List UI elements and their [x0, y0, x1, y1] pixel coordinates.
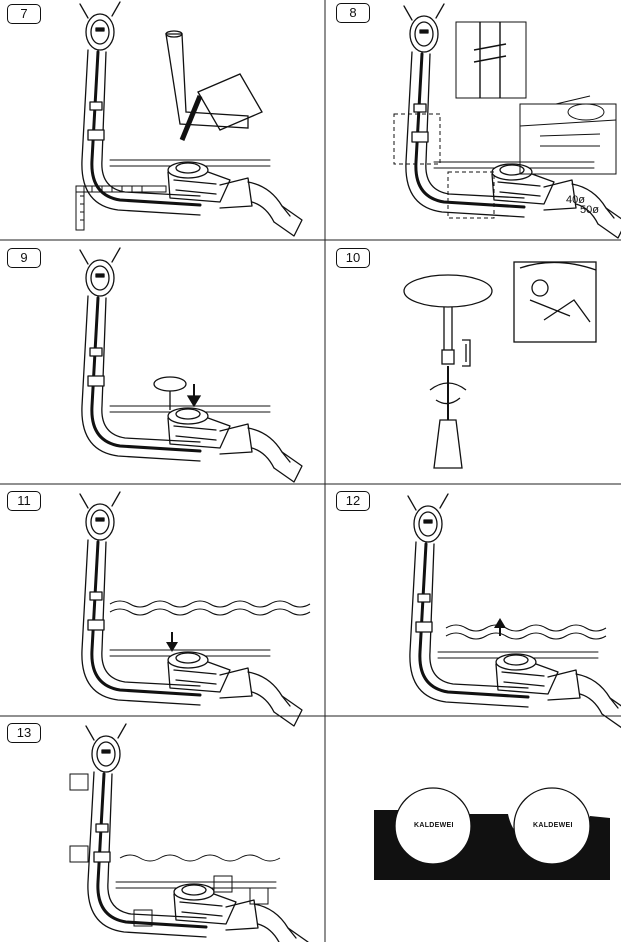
step-badge-7: 7 [7, 4, 41, 24]
pipe-and-hacksaw [165, 30, 263, 141]
panel-13-illustration [69, 722, 310, 942]
panel-8-illustration [393, 2, 621, 240]
panel-12-illustration [406, 492, 621, 730]
brand-label-right: KALDEWEI [533, 822, 573, 829]
final-panel-illustration [374, 787, 610, 880]
step-badge-10: 10 [336, 248, 370, 268]
plug-insert [153, 376, 202, 410]
water-waves [109, 600, 311, 616]
step-badge-13: 13 [7, 723, 41, 743]
dimension-label-40: 40ø [566, 194, 585, 206]
check-markers [69, 773, 281, 927]
panel-9-illustration [78, 246, 304, 484]
step-badge-8: 8 [336, 3, 370, 23]
dimension-label-50: 50ø [580, 204, 599, 216]
measuring-ruler [75, 185, 167, 231]
water-waves-12 [445, 624, 607, 640]
step-badge-11: 11 [7, 491, 41, 511]
brand-label-left: KALDEWEI [414, 822, 454, 829]
detail-callouts [393, 21, 617, 219]
panel-10-illustration [403, 261, 597, 469]
panel-7-illustration [75, 0, 304, 238]
step-badge-12: 12 [336, 491, 370, 511]
panel-11-illustration [78, 490, 311, 728]
step-badge-9: 9 [7, 248, 41, 268]
